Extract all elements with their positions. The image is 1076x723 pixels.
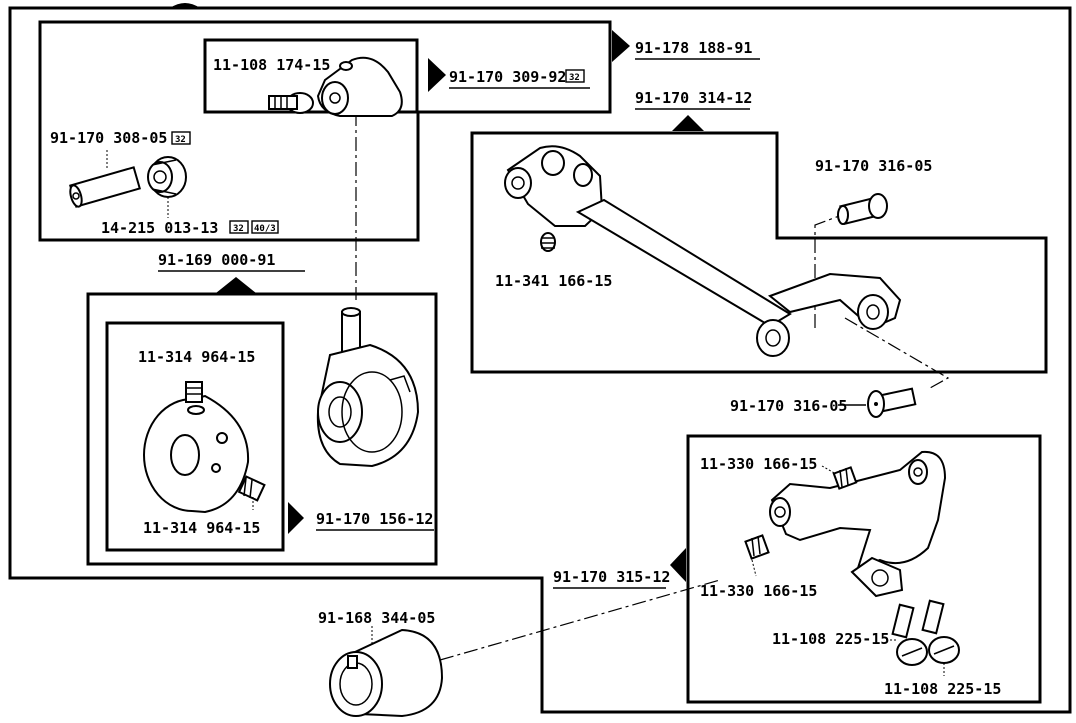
pointer-188 (612, 30, 630, 62)
pointer-156 (288, 502, 304, 534)
label-part-964-top: 11-314 964-15 (138, 348, 255, 366)
label-part-344: 91-168 344-05 (318, 609, 435, 627)
eccentric-collar (143, 394, 250, 514)
center-line-bushing (439, 579, 721, 661)
label-part-225-left: 11-108 225-15 (772, 630, 889, 648)
label-part-316-lower: 91-170 316-05 (730, 397, 847, 415)
screw-225-left (891, 603, 928, 666)
label-part-169: 91-169 000-91 (158, 251, 275, 269)
pointer-314 (672, 115, 704, 131)
center-line-pin-lower (844, 317, 950, 389)
eccentric-group-frame (86, 292, 438, 566)
svg-text:32: 32 (233, 224, 244, 234)
label-part-013: 14-215 013-13 (101, 219, 218, 237)
pin-308 (69, 166, 141, 208)
badge-32-309: 32 (565, 69, 585, 83)
eccentric-cam-assembly (316, 307, 420, 468)
label-part-330-top: 11-330 166-15 (700, 455, 817, 473)
badge-32-013: 32 (229, 220, 249, 234)
bushing-344 (329, 628, 444, 718)
screw-225-right (921, 599, 960, 664)
pin-316-upper (837, 193, 888, 226)
bracket-315 (769, 450, 947, 598)
pin-316-lower (867, 387, 917, 418)
leader-330-top (821, 465, 837, 475)
eccentric-inner-frame (105, 321, 285, 552)
setscrew-341 (540, 232, 556, 252)
top-inner-frame (203, 38, 419, 114)
label-part-188: 91-178 188-91 (635, 39, 752, 57)
svg-text:32: 32 (569, 73, 580, 83)
label-part-309: 91-170 309-92 (449, 68, 566, 86)
label-part-308: 91-170 308-05 (50, 129, 167, 147)
outer-assembly-frame (8, 6, 1072, 714)
label-part-314: 91-170 314-12 (635, 89, 752, 107)
center-line-pin-upper (814, 214, 843, 328)
clamp-screw-174 (268, 92, 314, 114)
pointer-169 (216, 277, 256, 293)
label-part-174: 11-108 174-15 (213, 56, 330, 74)
linkage-arm-314 (504, 145, 902, 357)
svg-text:40/3: 40/3 (254, 224, 276, 234)
label-part-315: 91-170 315-12 (553, 568, 670, 586)
setscrew-964-top (185, 381, 203, 403)
sheet-notch (170, 3, 200, 8)
setscrew-330-bottom (744, 534, 770, 560)
label-part-316-upper: 91-170 316-05 (815, 157, 932, 175)
needle-bushing-013 (147, 156, 187, 198)
label-part-330-bottom: 11-330 166-15 (700, 582, 817, 600)
svg-text:32: 32 (175, 135, 186, 145)
setscrew-330-top (832, 466, 858, 490)
label-part-225-right: 11-108 225-15 (884, 680, 1001, 698)
pointer-315 (670, 548, 686, 582)
label-part-964-side: 11-314 964-15 (143, 519, 260, 537)
linkage-group-frame (470, 131, 1048, 374)
leader-330-bottom (751, 559, 757, 577)
badge-32-308: 32 (171, 131, 191, 145)
label-part-156: 91-170 156-12 (316, 510, 433, 528)
label-part-341: 11-341 166-15 (495, 272, 612, 290)
badge-40-3: 40/3 (251, 220, 279, 234)
pointer-309 (428, 58, 446, 92)
setscrew-964-side (237, 475, 266, 502)
clamp-block-309 (316, 56, 403, 117)
bracket-group-frame (686, 434, 1042, 704)
